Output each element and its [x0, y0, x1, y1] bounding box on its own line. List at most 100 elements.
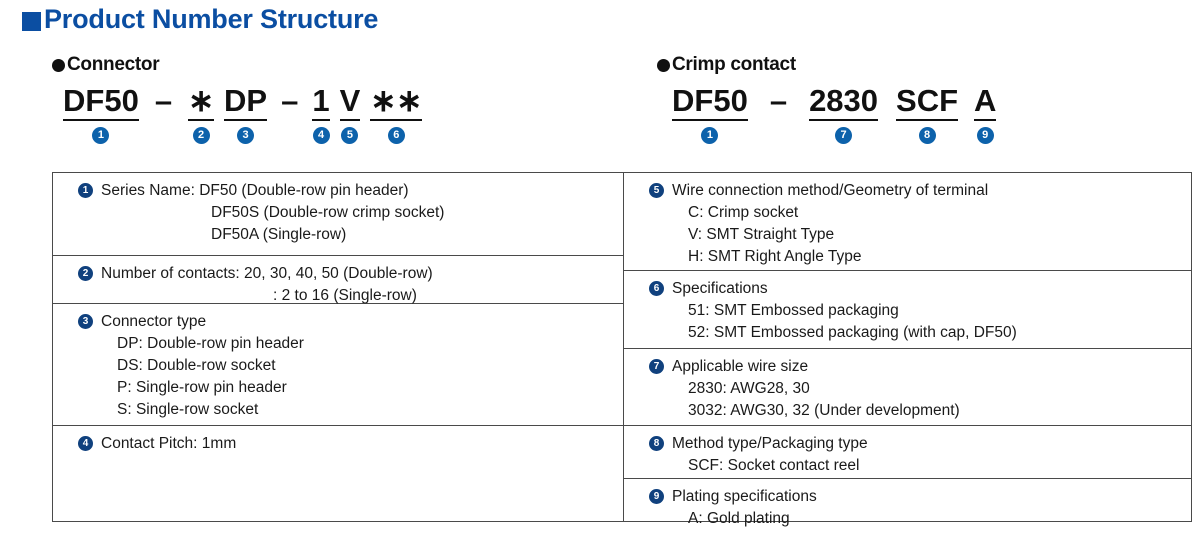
part-number-segment: DP 3	[224, 83, 268, 144]
part-number-segment-value: A	[974, 83, 997, 118]
segment-underline	[370, 119, 423, 121]
reference-badge-8: 8	[918, 127, 936, 144]
reference-badge-9: 9	[649, 489, 664, 504]
segment-underline	[672, 119, 748, 121]
reference-badge-3: 3	[237, 127, 255, 144]
section-heading-connector: Connector	[52, 54, 160, 76]
segment-underline	[974, 119, 997, 121]
legend-row-text: Series Name: DF50 (Double-row pin header…	[101, 180, 444, 246]
reference-badge-5: 5	[649, 183, 664, 198]
legend-line: Plating specifications	[672, 488, 817, 505]
legend-line: DF50A (Single-row)	[211, 226, 347, 243]
part-number-segment-value: 1	[312, 83, 330, 118]
legend-line: 2830: AWG28, 30	[688, 380, 810, 397]
reference-badge-1: 1	[92, 127, 110, 144]
reference-badge-6: 6	[649, 281, 664, 296]
legend-line: Contact Pitch: 1mm	[101, 435, 237, 452]
legend-line: Wire connection method/Geometry of termi…	[672, 182, 989, 199]
circle-bullet-icon	[657, 58, 670, 72]
reference-badge-9: 9	[976, 127, 994, 144]
legend-row: 9 Plating specifications A: Gold plating	[624, 479, 1191, 527]
legend-line: 52: SMT Embossed packaging (with cap, DF…	[688, 324, 1017, 341]
legend-line: Method type/Packaging type	[672, 435, 868, 452]
part-number-segment-value: ∗	[188, 83, 215, 118]
legend-row: 1 Series Name: DF50 (Double-row pin heade…	[53, 173, 623, 256]
part-number-segment-value: –	[154, 83, 173, 118]
reference-badge-1: 1	[78, 183, 93, 198]
legend-line: DF50S (Double-row crimp socket)	[211, 204, 445, 221]
legend-line: 51: SMT Embossed packaging	[688, 302, 899, 319]
part-number-segment: 2830 7	[809, 83, 879, 144]
part-number-segment: SCF 8	[896, 83, 959, 144]
segment-underline	[63, 119, 139, 121]
part-number-segment-value: –	[769, 83, 788, 118]
legend-line: C: Crimp socket	[688, 204, 799, 221]
reference-badge-8: 8	[649, 436, 664, 451]
legend-row-text: Number of contacts: 20, 30, 40, 50 (Doub…	[101, 263, 433, 307]
reference-badge-7: 7	[835, 127, 853, 144]
page-title: Product Number Structure	[22, 6, 378, 33]
legend-line: 3032: AWG30, 32 (Under development)	[688, 402, 960, 419]
legend-line: H: SMT Right Angle Type	[688, 248, 862, 265]
legend-line: : 2 to 16 (Single-row)	[273, 287, 417, 304]
reference-badge-1: 1	[701, 127, 719, 144]
legend-line: P: Single-row pin header	[117, 379, 287, 396]
section-heading-crimp-contact: Crimp contact	[657, 54, 796, 76]
legend-line: DP: Double-row pin header	[117, 335, 304, 352]
segment-underline	[809, 119, 879, 121]
part-number-segment-value: SCF	[896, 83, 959, 118]
part-number-separator: –	[155, 84, 172, 118]
part-number-segment-value: 2830	[809, 83, 879, 118]
part-number-segment-value: –	[281, 83, 299, 118]
legend-line: V: SMT Straight Type	[688, 226, 835, 243]
part-number-segment-value: DF50	[63, 83, 139, 118]
part-number-segment: ∗∗ 6	[370, 83, 423, 144]
legend-line: A: Gold plating	[688, 510, 790, 527]
legend-line: Series Name: DF50 (Double-row pin header…	[101, 182, 409, 199]
part-number-separator: –	[281, 84, 298, 118]
part-number-segment: ∗2	[188, 83, 215, 144]
reference-badge-2: 2	[192, 127, 210, 144]
part-number-segment-value: ∗∗	[370, 83, 423, 118]
reference-badge-4: 4	[312, 127, 330, 144]
legend-row-text: Specifications 51: SMT Embossed packaging…	[672, 278, 1017, 344]
reference-badge-2: 2	[78, 266, 93, 281]
legend-line: Applicable wire size	[672, 358, 809, 375]
part-number-segment-value: DP	[224, 83, 268, 118]
part-number-separator: –	[770, 84, 787, 118]
legend-column-right: 5 Wire connection method/Geometry of term…	[624, 173, 1191, 527]
reference-badge-6: 6	[387, 127, 405, 144]
legend-line: S: Single-row socket	[117, 401, 259, 418]
legend-row-text: Applicable wire size 2830: AWG28, 30 3032:…	[672, 356, 960, 422]
legend-line: Connector type	[101, 313, 207, 330]
segment-underline	[339, 119, 361, 121]
square-bullet-icon	[22, 12, 41, 31]
section-heading-crimp-contact-label: Crimp contact	[672, 54, 796, 75]
legend-line: Number of contacts: 20, 30, 40, 50 (Doub…	[101, 265, 433, 282]
legend-line: Specifications	[672, 280, 768, 297]
legend-line: SCF: Socket contact reel	[688, 457, 860, 474]
specification-legend-table: 1 Series Name: DF50 (Double-row pin heade…	[52, 172, 1192, 527]
legend-row-text: Wire connection method/Geometry of termi…	[672, 180, 988, 268]
part-number-segment: DF50 1	[63, 84, 139, 144]
segment-underline	[224, 119, 268, 121]
legend-line: DS: Double-row socket	[117, 357, 276, 374]
legend-column-left: 1 Series Name: DF50 (Double-row pin heade…	[53, 173, 624, 521]
legend-row-text: Plating specifications A: Gold plating	[672, 486, 817, 530]
segment-underline	[896, 119, 959, 121]
legend-row-text: Contact Pitch: 1mm	[101, 433, 236, 455]
circle-bullet-icon	[52, 58, 65, 72]
legend-row: 5 Wire connection method/Geometry of term…	[624, 173, 1191, 271]
segment-underline	[312, 119, 330, 121]
